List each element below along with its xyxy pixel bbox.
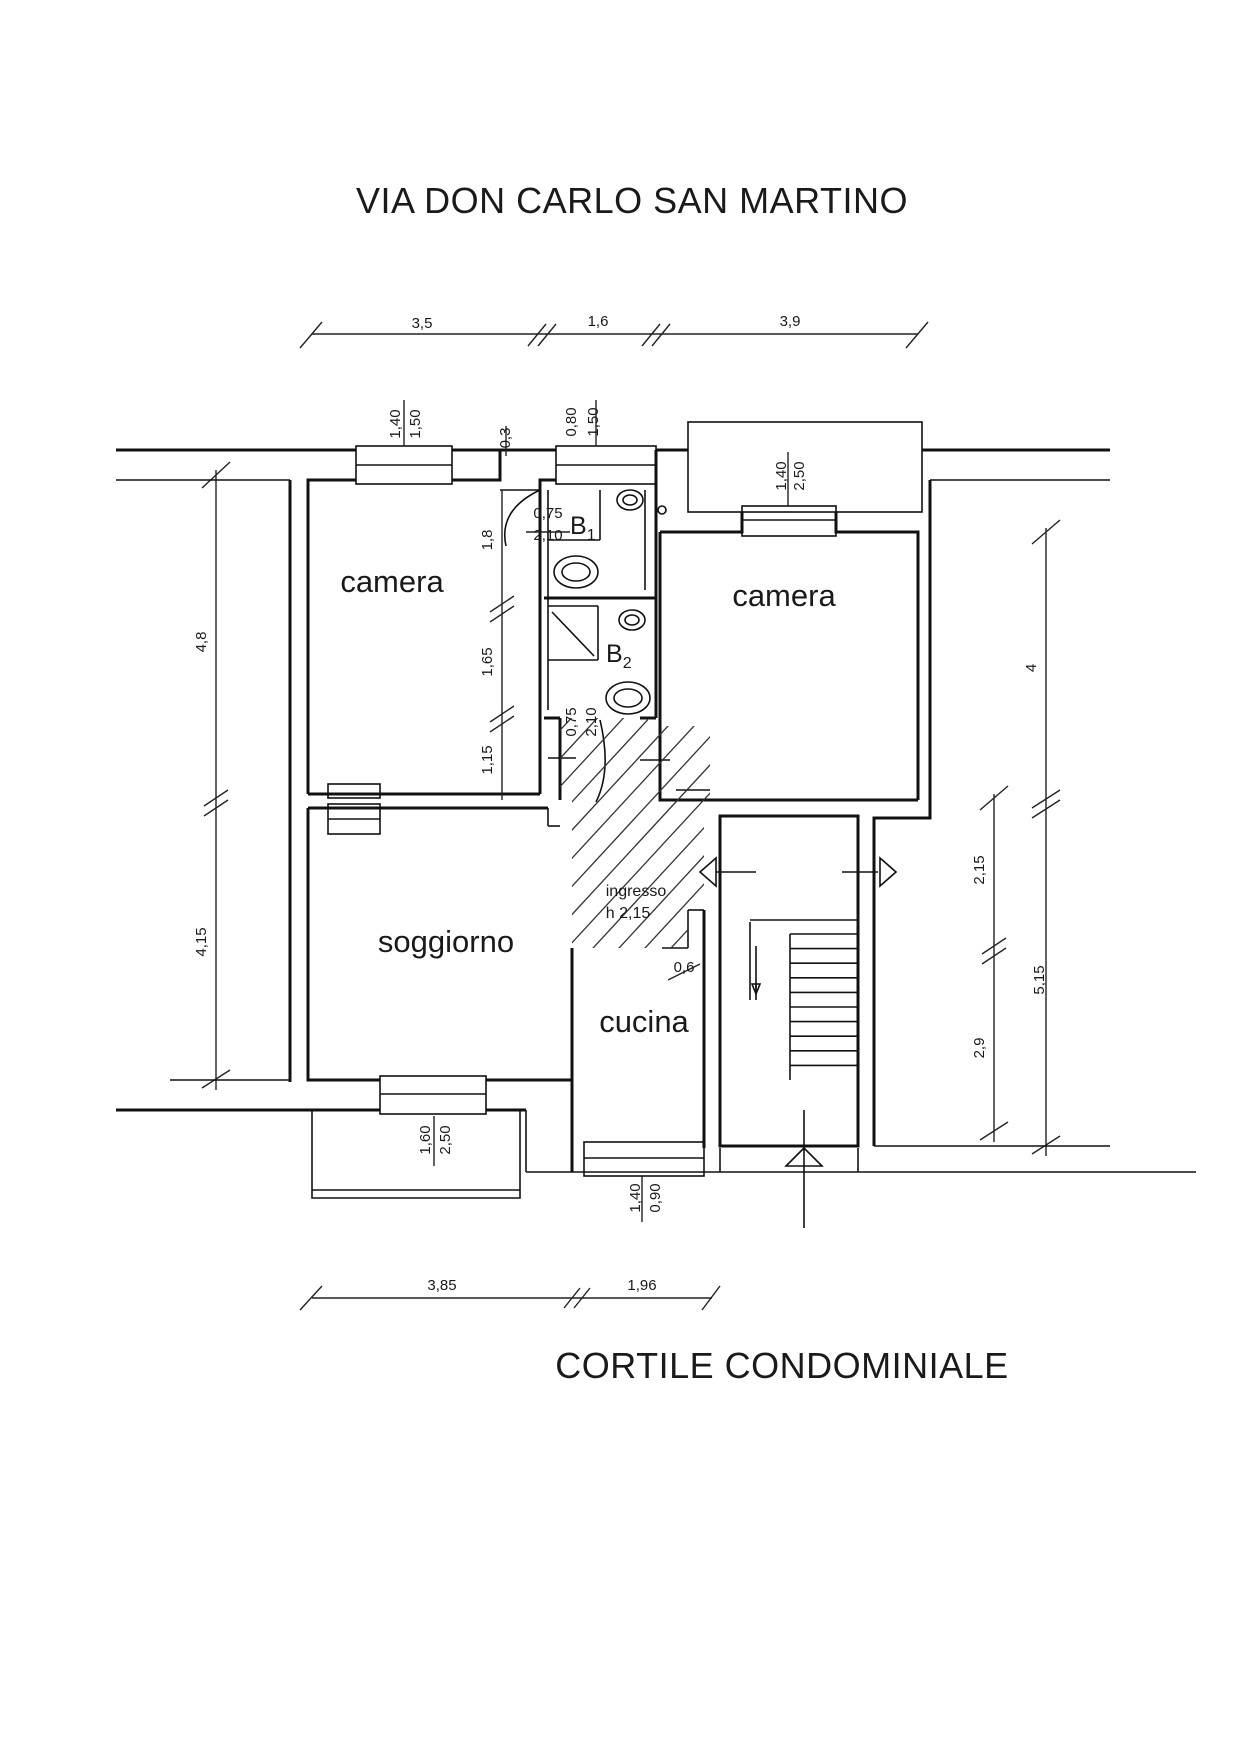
dim-bottom-2: 1,96 (627, 1277, 656, 1294)
hatch-line (659, 718, 710, 948)
dim-door-b2-w: 0,75 (563, 707, 580, 736)
dim-door-b1-w: 0,75 (533, 505, 562, 522)
room-label-ingresso-height: h 2,15 (606, 905, 651, 922)
dim-window-camera-right-w: 1,40 (773, 461, 790, 490)
hatch-line (244, 700, 484, 960)
dim-right-inner-2: 2,9 (971, 1038, 988, 1059)
hatch-line (560, 718, 710, 948)
right-inner-dimension-chain: 2,15 2,9 (971, 785, 1009, 1142)
hatch-line (764, 700, 1004, 960)
hatch-line (685, 718, 710, 948)
dim-window-camera-left-h: 1,50 (407, 409, 424, 438)
building-walls (116, 421, 1196, 1199)
dim-door-b2-h: 2,10 (583, 707, 600, 736)
room-label-bath-2: B2 (606, 640, 632, 672)
center-dimension-chain: 1,8 1,65 1,15 (479, 426, 515, 800)
hatch-line (581, 718, 710, 948)
dim-window-cucina-h: 0,90 (647, 1183, 664, 1212)
hatch-line (218, 700, 458, 960)
windows (327, 445, 837, 1177)
ingresso-hatch (140, 700, 1160, 960)
dim-right-inner-1: 2,15 (971, 855, 988, 884)
room-label-cucina: cucina (599, 1004, 689, 1039)
sink-b2 (605, 681, 651, 715)
hatch-line (166, 700, 406, 960)
hatch-line (560, 718, 641, 948)
dim-left-2: 4,15 (193, 927, 210, 956)
dim-left-1: 4,8 (193, 632, 210, 653)
dim-door-b1-h: 2,10 (533, 527, 562, 544)
top-dimension-chain: 3,5 1,6 3,9 (299, 313, 929, 349)
dim-window-camera-right-h: 2,50 (791, 461, 808, 490)
dim-right-outer-1: 4 (1023, 664, 1040, 672)
room-label-bath-1: B1 (570, 512, 596, 544)
dim-top-3: 3,9 (780, 313, 801, 330)
dim-window-cucina-w: 1,40 (627, 1183, 644, 1212)
stairs (749, 919, 858, 1080)
dim-window-bath-w: 0,80 (563, 407, 580, 436)
street-bottom-label: CORTILE CONDOMINIALE (555, 1345, 1008, 1386)
right-outer-dimension-chain: 4 5,15 (1023, 519, 1061, 1156)
hatch-line (296, 700, 536, 960)
hatch-line (633, 718, 710, 948)
hatch-line (560, 718, 563, 948)
hatch-line (560, 718, 710, 948)
hatch-line (607, 718, 710, 948)
dim-small-03: 0,3 (497, 428, 514, 449)
room-label-camera-right: camera (732, 578, 836, 613)
toilet-b2 (618, 609, 646, 631)
dim-window-soggiorno-w: 1,60 (417, 1125, 434, 1154)
toilet-b1 (616, 489, 644, 511)
hatch-line (140, 700, 380, 960)
dim-kitchen-step: 0,6 (674, 959, 695, 976)
hatch-line (560, 718, 710, 948)
dim-center-1: 1,8 (479, 530, 496, 551)
dim-center-2: 1,65 (479, 647, 496, 676)
hatch-line (560, 718, 693, 948)
left-dimension-chain: 4,8 4,15 (193, 461, 231, 1090)
dim-top-1: 3,5 (412, 315, 433, 332)
dim-top-2: 1,6 (588, 313, 609, 330)
hatch-line (868, 700, 1108, 960)
hatch-line (560, 718, 589, 948)
street-top-label: VIA DON CARLO SAN MARTINO (356, 180, 908, 221)
hatch-line (816, 700, 1056, 960)
dim-center-3: 1,15 (479, 745, 496, 774)
room-label-soggiorno: soggiorno (378, 924, 514, 959)
dim-window-soggiorno-h: 2,50 (437, 1125, 454, 1154)
bottom-dimension-chain: 3,85 1,96 (299, 1277, 721, 1311)
dim-window-bath-h: 1,50 (585, 407, 602, 436)
entrance-arrows (698, 856, 898, 1228)
hatch-line (560, 718, 615, 948)
room-labels: camera camera soggiorno cucina ingresso … (340, 512, 836, 1039)
dim-right-outer-2: 5,15 (1031, 965, 1048, 994)
room-label-camera-left: camera (340, 564, 444, 599)
hatch-line (920, 700, 1160, 960)
hatch-line (712, 700, 952, 960)
dim-bottom-1: 3,85 (427, 1277, 456, 1294)
hatch-line (560, 718, 667, 948)
room-label-ingresso: ingresso (606, 883, 667, 900)
opening-dimensions: 1,40 1,50 0,3 0,80 1,50 1,40 2,50 0,75 2… (387, 400, 808, 1222)
dim-window-camera-left-w: 1,40 (387, 409, 404, 438)
hatch-line (270, 700, 510, 960)
hatch-line (192, 700, 432, 960)
bath-fixtures (553, 489, 667, 715)
sink-b1 (553, 555, 599, 589)
